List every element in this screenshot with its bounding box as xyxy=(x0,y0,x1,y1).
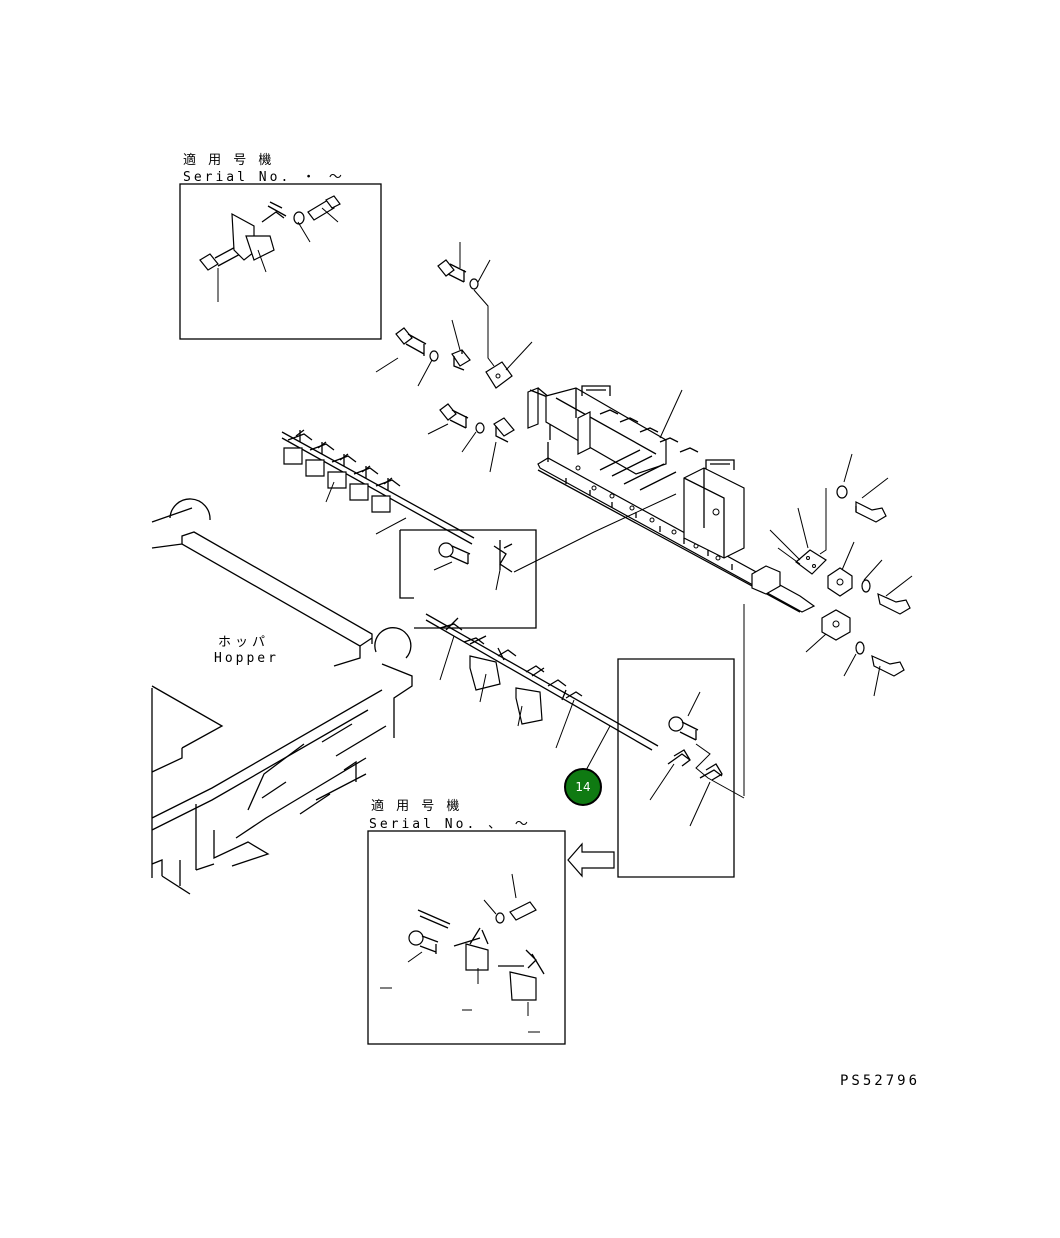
callout-14-badge[interactable]: 14 xyxy=(564,768,602,806)
main-frame-assembly xyxy=(527,385,816,613)
pin-1-icon xyxy=(438,542,471,565)
hopper-body xyxy=(151,498,413,895)
bolt-3-icon xyxy=(439,403,469,429)
inset-top-title: 適 用 号 機 xyxy=(183,153,276,168)
plate-2-icon xyxy=(795,549,827,575)
bolt-6-icon xyxy=(871,654,905,677)
right-hardware-group xyxy=(769,453,913,697)
inset-bottom-washer-icon xyxy=(495,912,505,924)
lower-spike-bar xyxy=(425,613,659,775)
drawing-id: PS52796 xyxy=(840,1073,921,1089)
inset-top-box xyxy=(179,183,382,340)
clip-2-icon xyxy=(667,749,691,767)
washer-6-icon xyxy=(855,641,865,655)
bolt-5-icon xyxy=(877,592,911,615)
inset-top-serial: Serial No. ・ 〜 xyxy=(183,170,345,185)
plate-1-icon xyxy=(485,361,513,389)
washer-2-icon xyxy=(429,350,439,362)
nut-1-icon xyxy=(451,349,471,371)
inset-bottom-title: 適 用 号 機 xyxy=(371,799,464,814)
upper-hardware-group xyxy=(375,242,533,473)
inset-middle-upper xyxy=(399,493,677,629)
bolt-4-icon xyxy=(855,501,887,523)
inset-top-washer-icon xyxy=(293,211,305,225)
arrow-to-inset-icon xyxy=(567,842,615,878)
flange-2-icon xyxy=(821,609,851,641)
hopper-label-jp: ホッパ xyxy=(218,635,270,650)
pin-2-icon xyxy=(668,716,699,741)
washer-1-icon xyxy=(469,278,479,290)
inset-bottom-bolt-icon xyxy=(509,901,537,921)
inset-right-lower xyxy=(617,604,745,878)
washer-5-icon xyxy=(861,579,871,593)
washer-3-icon xyxy=(475,422,485,434)
inset-bottom-box xyxy=(367,830,566,1045)
clip-3-icon xyxy=(699,763,723,781)
upper-spike-bar xyxy=(281,429,475,545)
hopper-label-en: Hopper xyxy=(214,651,279,666)
inset-bottom-serial: Serial No. 、 〜 xyxy=(369,817,531,832)
bolt-1-icon xyxy=(437,259,467,283)
bolt-2-icon xyxy=(395,327,427,356)
inset-top-bolt-2-icon xyxy=(307,195,341,221)
washer-4-icon xyxy=(836,485,848,499)
flange-1-icon xyxy=(827,567,853,597)
pin-3-icon xyxy=(408,930,439,954)
clip-1-icon xyxy=(493,540,513,573)
inset-top-bracket-icon xyxy=(231,201,287,261)
nut-2-icon xyxy=(493,417,515,443)
